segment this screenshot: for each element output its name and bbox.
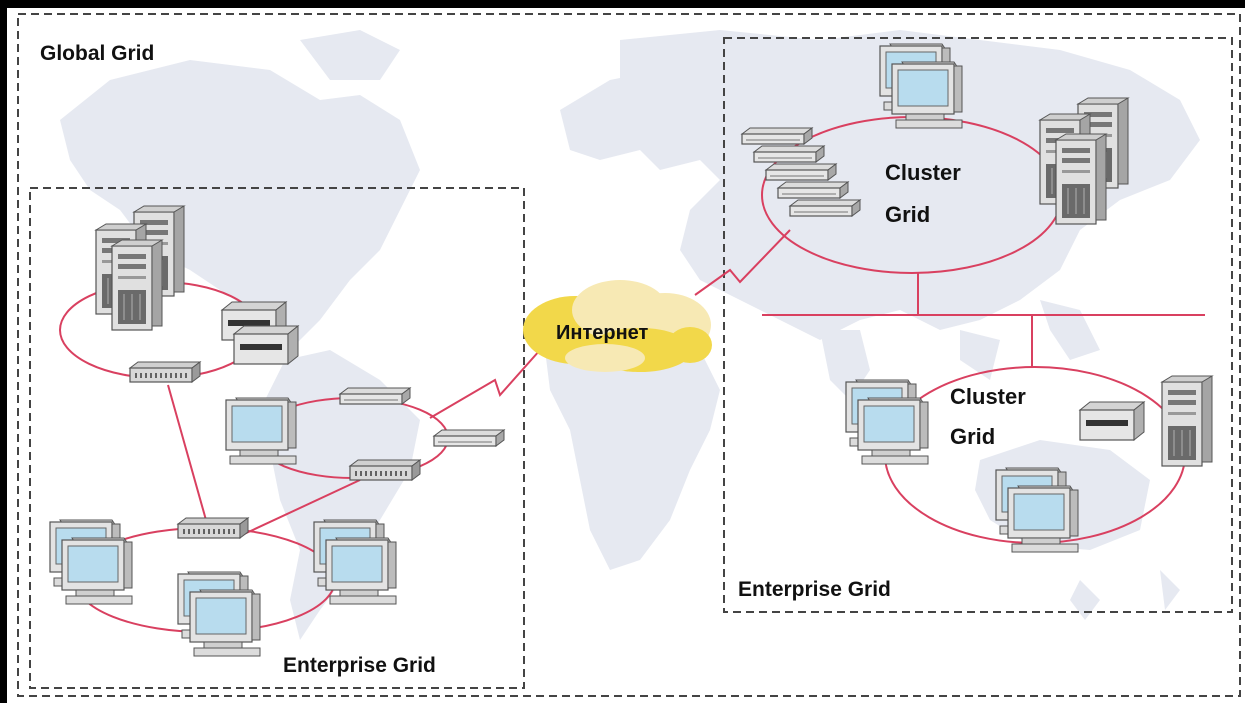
- cluster-grid-top-label-line1: Cluster: [885, 160, 961, 185]
- network-router-icon: [433, 429, 505, 447]
- network-switch-icon: [129, 361, 201, 383]
- desktop-computer-icon: [189, 589, 261, 657]
- server-tower-icon: [1055, 133, 1107, 225]
- cluster-grid-top-label-line2: Grid: [885, 202, 930, 227]
- cluster-grid-bottom-label-line1: Cluster: [950, 384, 1026, 409]
- top-frame-bar: [0, 0, 1245, 8]
- storage-array-icon: [789, 199, 861, 217]
- global-grid-label: Global Grid: [40, 42, 154, 65]
- left-hub-link: [167, 384, 207, 521]
- network-switch-icon: [177, 517, 249, 539]
- printer-icon: [233, 325, 299, 365]
- server-tower-icon: [1161, 375, 1213, 467]
- storage-array-icon: [765, 163, 837, 181]
- desktop-computer-icon: [857, 397, 929, 465]
- enterprise-grid-left-label: Enterprise Grid: [283, 654, 436, 677]
- left-to-internet-zigzag: [429, 349, 541, 419]
- network-switch-icon: [349, 459, 421, 481]
- storage-array-icon: [777, 181, 849, 199]
- enterprise-grid-left-boundary: [29, 187, 525, 689]
- desktop-computer-icon: [61, 537, 133, 605]
- global-grid-boundary: [17, 13, 1241, 697]
- internet-to-cluster-zigzag: [694, 229, 791, 296]
- server-tower-icon: [111, 239, 163, 331]
- cluster-grid-bottom-label-line2: Grid: [950, 424, 995, 449]
- enterprise-grid-right-label: Enterprise Grid: [738, 578, 891, 601]
- internet-label: Интернет: [556, 322, 649, 344]
- desktop-computer-icon: [325, 537, 397, 605]
- enterprise-grid-right-boundary: [723, 37, 1233, 613]
- storage-array-icon: [753, 145, 825, 163]
- internet-cloud-icon: [523, 280, 712, 372]
- storage-array-icon: [741, 127, 813, 145]
- left-frame-bar: [0, 0, 7, 703]
- network-router-icon: [339, 387, 411, 405]
- printer-icon: [1079, 401, 1145, 441]
- left-hub-to-middle-link: [241, 479, 361, 536]
